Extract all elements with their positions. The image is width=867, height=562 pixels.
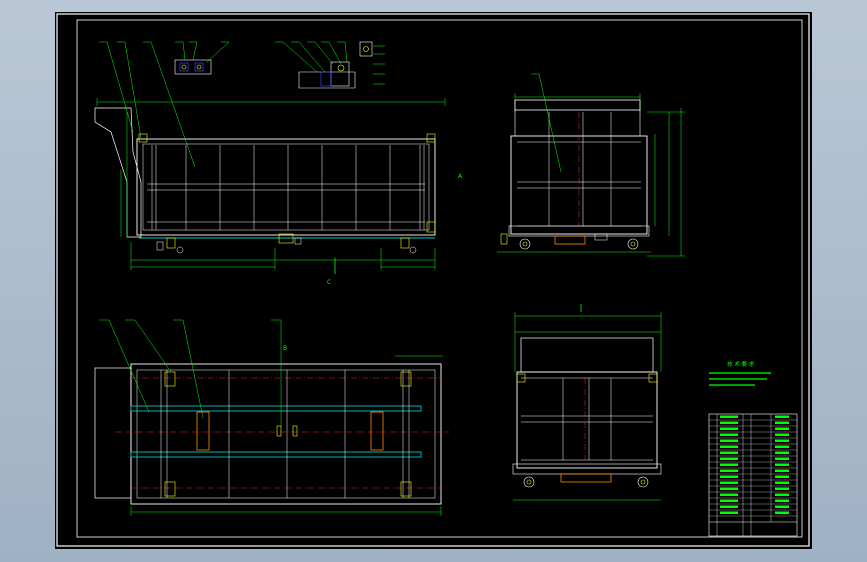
inner-frame — [76, 19, 803, 538]
parts-list-cell-mark — [775, 445, 789, 448]
parts-list-cell-mark — [720, 475, 738, 478]
parts-list-cell-mark — [720, 481, 738, 484]
parts-list-cell-mark — [720, 505, 738, 508]
parts-list-cell-mark — [720, 433, 738, 436]
detail-callout-right — [275, 41, 385, 89]
end-view — [512, 304, 662, 501]
plan-view — [94, 319, 449, 516]
parts-list-cell-mark — [775, 499, 789, 502]
parts-list-cell-mark — [720, 427, 738, 430]
parts-list-cell-mark — [775, 505, 789, 508]
parts-list-cell-mark — [720, 415, 738, 418]
section-a-label: A — [458, 173, 463, 180]
parts-list-cell-mark — [720, 463, 738, 466]
parts-list-cell-mark — [720, 421, 738, 424]
parts-list-cell-mark — [720, 493, 738, 496]
parts-list-cell-mark — [720, 511, 738, 514]
section-b-label: B — [283, 345, 287, 352]
parts-list-cell-mark — [720, 499, 738, 502]
side-elevation-view — [497, 73, 685, 257]
parts-list-cell-mark — [775, 475, 789, 478]
front-elevation-view — [94, 41, 446, 274]
tech-requirements-title: 技 术 要 求 — [727, 360, 755, 368]
parts-list-cell-mark — [720, 451, 738, 454]
parts-list-cell-mark — [775, 433, 789, 436]
parts-list-cell-mark — [720, 457, 738, 460]
parts-list-table — [708, 413, 798, 537]
parts-list-cell-mark — [775, 457, 789, 460]
parts-list-cell-mark — [775, 481, 789, 484]
detail-callout-left — [174, 41, 230, 75]
parts-list-cell-mark — [775, 415, 789, 418]
parts-list-cell-mark — [775, 469, 789, 472]
parts-list-cell-mark — [775, 493, 789, 496]
drawing-canvas: C A — [56, 13, 810, 547]
parts-list-cell-mark — [775, 487, 789, 490]
parts-list-cell-mark — [720, 469, 738, 472]
parts-list-cell-mark — [775, 439, 789, 442]
parts-list-cell-mark — [775, 421, 789, 424]
cad-viewport[interactable]: C A — [55, 12, 812, 549]
parts-list-cell-mark — [720, 445, 738, 448]
tech-requirements: 技 术 要 求 — [709, 360, 771, 386]
parts-list-cell-mark — [775, 463, 789, 466]
parts-list-cell-mark — [720, 487, 738, 490]
parts-list-cell-mark — [775, 427, 789, 430]
outer-frame — [56, 13, 810, 547]
parts-list-cell-mark — [775, 511, 789, 514]
parts-list-cell-mark — [775, 451, 789, 454]
section-c-label: C — [327, 279, 331, 286]
parts-list-cell-mark — [720, 439, 738, 442]
